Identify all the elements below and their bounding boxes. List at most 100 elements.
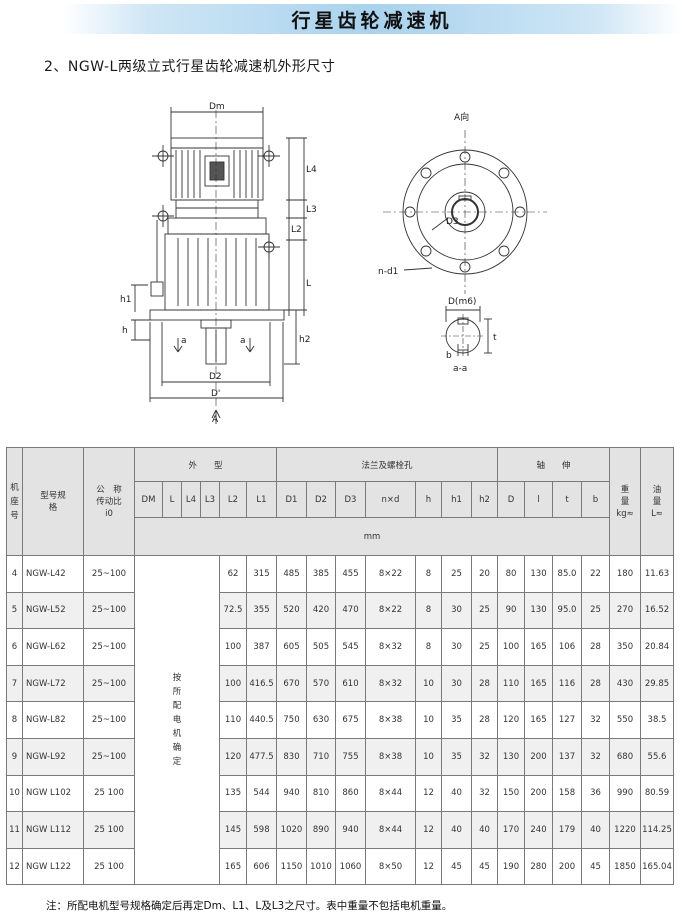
cell-h1: 30	[441, 664, 472, 703]
motor-outline	[170, 137, 264, 219]
cell-b: 36	[581, 774, 610, 813]
header-ratio: 公 称 传动比 i0	[83, 447, 135, 556]
cell-d2: 810	[306, 774, 336, 813]
cell-h: 12	[415, 811, 442, 849]
cell-l1: 606	[246, 847, 277, 886]
header-oil: 油 量 L≈	[640, 447, 674, 556]
header-weight: 重 量 kg≈	[609, 447, 641, 556]
cell-l2: 120	[219, 737, 247, 776]
cell-h: 8	[415, 591, 442, 630]
cell-t: 127	[552, 701, 582, 739]
label-view: A向	[454, 111, 469, 123]
technical-drawing: Dm L4 L3 L2 L h1 h h2 a a D2 D' A	[120, 102, 547, 425]
cell-t: 137	[552, 737, 582, 776]
cell-d1: 1150	[276, 847, 307, 886]
header-sub: DM	[134, 481, 163, 518]
merged-note-char: 按	[172, 673, 182, 684]
cell-weight: 1220	[609, 811, 641, 849]
cell-d1: 520	[276, 591, 307, 630]
cell-d3: 455	[335, 555, 366, 593]
header-sub: D1	[276, 481, 307, 518]
cell-nxd: 8×44	[365, 811, 416, 849]
cell-t: 106	[552, 628, 582, 666]
cell-weight: 550	[609, 701, 641, 739]
cell-l: 165	[524, 701, 553, 739]
cell-h: 10	[415, 737, 442, 776]
cell-h1: 45	[441, 847, 472, 886]
cell-d1: 940	[276, 774, 307, 813]
cell-oil: 114.25	[640, 811, 674, 849]
cell-l1: 416.5	[246, 664, 277, 703]
cell-ratio: 25~100	[83, 555, 135, 593]
label-a-right: a	[240, 336, 246, 346]
cell-d: 120	[497, 701, 525, 739]
cell-h: 12	[415, 774, 442, 813]
cell-d: 170	[497, 811, 525, 849]
label-h1: h1	[120, 295, 131, 305]
cell-l: 240	[524, 811, 553, 849]
header-model: 型号规格	[22, 447, 84, 556]
cell-t: 116	[552, 664, 582, 703]
cell-model: NGW-L72	[22, 664, 84, 703]
label-t: t	[493, 333, 497, 343]
cell-h1: 35	[441, 701, 472, 739]
banner-title: 行星齿轮减速机	[291, 9, 453, 32]
cell-h2: 20	[471, 555, 498, 593]
cell-d1: 485	[276, 555, 307, 593]
merged-note-char: 配	[172, 701, 182, 712]
cell-d: 100	[497, 628, 525, 666]
cell-h2: 28	[471, 664, 498, 703]
cell-d3: 470	[335, 591, 366, 630]
cell-l: 130	[524, 555, 553, 593]
cell-b: 32	[581, 737, 610, 776]
cell-oil: 80.59	[640, 774, 674, 813]
cell-h: 12	[415, 847, 442, 886]
merged-note-cell: 按所配电机确定	[134, 554, 220, 886]
cell-nxd: 8×50	[365, 847, 416, 886]
cell-l2: 165	[219, 847, 247, 886]
cell-ratio: 25 100	[83, 774, 135, 813]
cell-nxd: 8×32	[365, 664, 416, 703]
top-view	[383, 130, 547, 358]
cell-d1: 670	[276, 664, 307, 703]
cell-h2: 32	[471, 737, 498, 776]
merged-note-char: 机	[172, 729, 182, 740]
cell-d1: 605	[276, 628, 307, 666]
cell-l: 130	[524, 591, 553, 630]
cell-l2: 100	[219, 628, 247, 666]
cell-seat: 8	[6, 701, 23, 739]
cell-seat: 11	[6, 811, 23, 849]
cell-d2: 570	[306, 664, 336, 703]
cell-l2: 145	[219, 811, 247, 849]
cell-d2: 420	[306, 591, 336, 630]
cell-h2: 25	[471, 628, 498, 666]
header-sub: n×d	[365, 481, 416, 518]
label-l2: L2	[291, 225, 302, 235]
cell-d: 110	[497, 664, 525, 703]
header-sub: h1	[441, 481, 472, 518]
cell-ratio: 25~100	[83, 664, 135, 703]
cell-d: 150	[497, 774, 525, 813]
cell-oil: 16.52	[640, 591, 674, 630]
cell-l1: 477.5	[246, 737, 277, 776]
merged-note-char: 定	[172, 757, 182, 768]
cell-model: NGW L122	[22, 847, 84, 886]
cell-d2: 890	[306, 811, 336, 849]
cell-h: 10	[415, 701, 442, 739]
label-d2: D2	[209, 372, 222, 382]
cell-h2: 28	[471, 701, 498, 739]
cell-l2: 135	[219, 774, 247, 813]
cell-t: 95.0	[552, 591, 582, 630]
header-sub: b	[581, 481, 610, 518]
cell-b: 28	[581, 628, 610, 666]
header-sub: D3	[335, 481, 366, 518]
cell-seat: 4	[6, 555, 23, 593]
cell-nxd: 8×44	[365, 774, 416, 813]
header-flange: 法兰及螺栓孔	[276, 447, 498, 482]
cell-seat: 9	[6, 737, 23, 776]
cell-d3: 1060	[335, 847, 366, 886]
